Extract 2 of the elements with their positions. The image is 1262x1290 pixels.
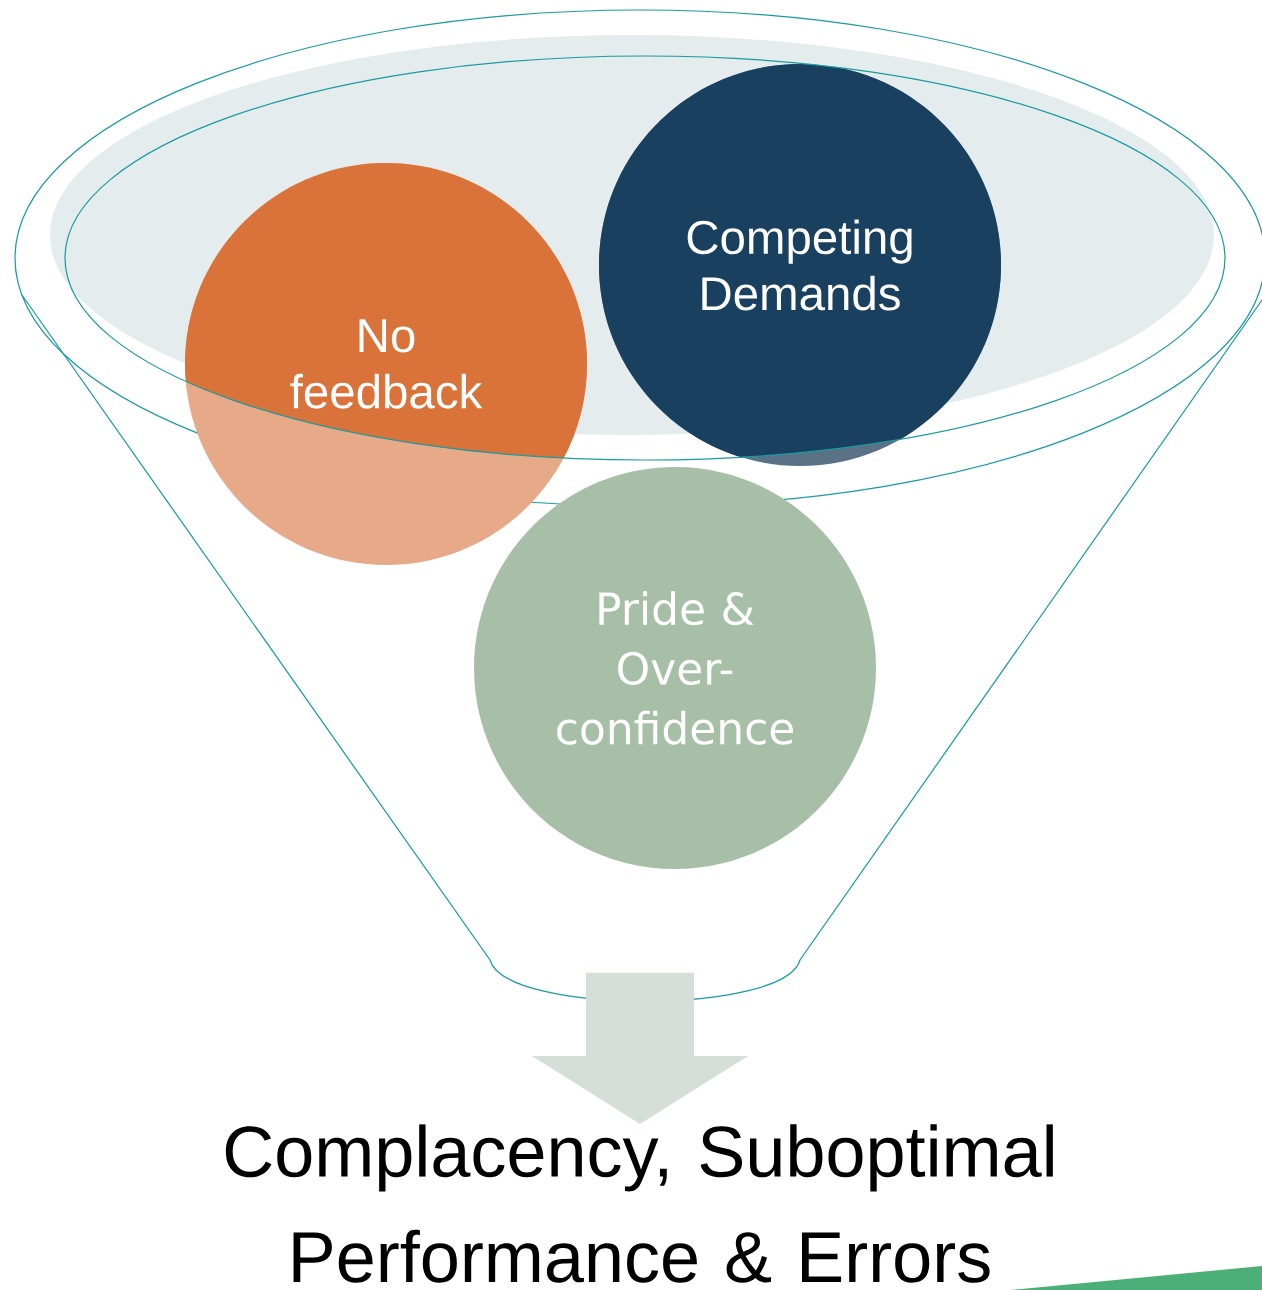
block-arrow bbox=[532, 972, 748, 1124]
result-text: Complacency, Suboptimal Performance & Errors bbox=[225, 1124, 1053, 1283]
